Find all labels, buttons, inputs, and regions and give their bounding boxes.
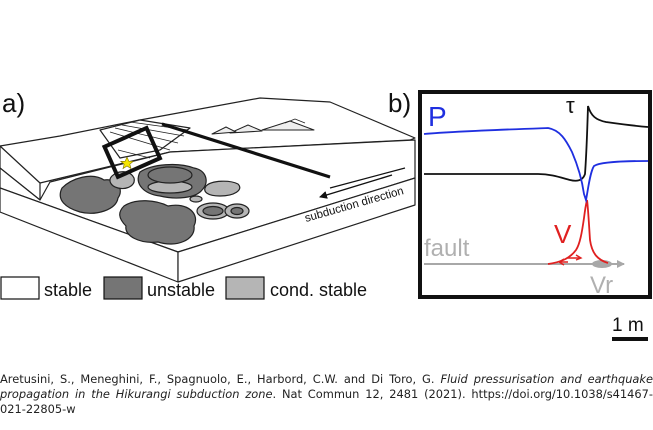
legend: stable unstable cond. stable — [0, 276, 367, 300]
seamount-outer — [147, 166, 193, 184]
unstable-patch — [119, 200, 197, 245]
subduction-arrow — [319, 174, 393, 199]
hypocentre-star-icon — [119, 156, 135, 170]
p-label: P — [428, 101, 447, 132]
velocity-curve — [547, 199, 609, 265]
v-label: V — [554, 219, 572, 249]
fault-label: fault — [424, 235, 470, 262]
citation-authors: Aretusini, S., Meneghini, F., Spagnuolo,… — [0, 372, 435, 386]
panel-b-label: b) — [388, 88, 411, 118]
legend-label-unstable: unstable — [147, 280, 215, 300]
shear-stress-curve — [424, 105, 649, 182]
citation-title: Fluid pressurisation and earthquake prop… — [0, 372, 653, 401]
lower-block-side — [177, 177, 416, 283]
scale-bar-label: 1 m — [612, 315, 644, 336]
legend-label-cond-stable: cond. stable — [270, 280, 367, 300]
panel-b-frame — [418, 90, 652, 299]
panel-a-label: a) — [2, 88, 25, 118]
block-diagram — [0, 97, 416, 283]
tau-label: τ — [566, 93, 575, 118]
vr-label: Vr — [590, 272, 613, 299]
slip-sense-icon — [560, 257, 580, 263]
trench-line — [161, 122, 331, 179]
cond-stable-patch — [204, 180, 241, 197]
pressure-curve — [423, 127, 649, 204]
citation-journal: . Nat Commun 12, 2481 (2021). https://do… — [0, 387, 653, 416]
citation: Aretusini, S., Meneghini, F., Spagnuolo,… — [0, 372, 653, 417]
detail-box — [101, 125, 163, 180]
legend-swatch-unstable — [103, 276, 143, 300]
legend-swatch-stable — [0, 276, 40, 300]
legend-label-stable: stable — [44, 280, 92, 300]
unstable-patch — [59, 175, 121, 214]
legend-swatch-cond-stable — [225, 276, 265, 300]
